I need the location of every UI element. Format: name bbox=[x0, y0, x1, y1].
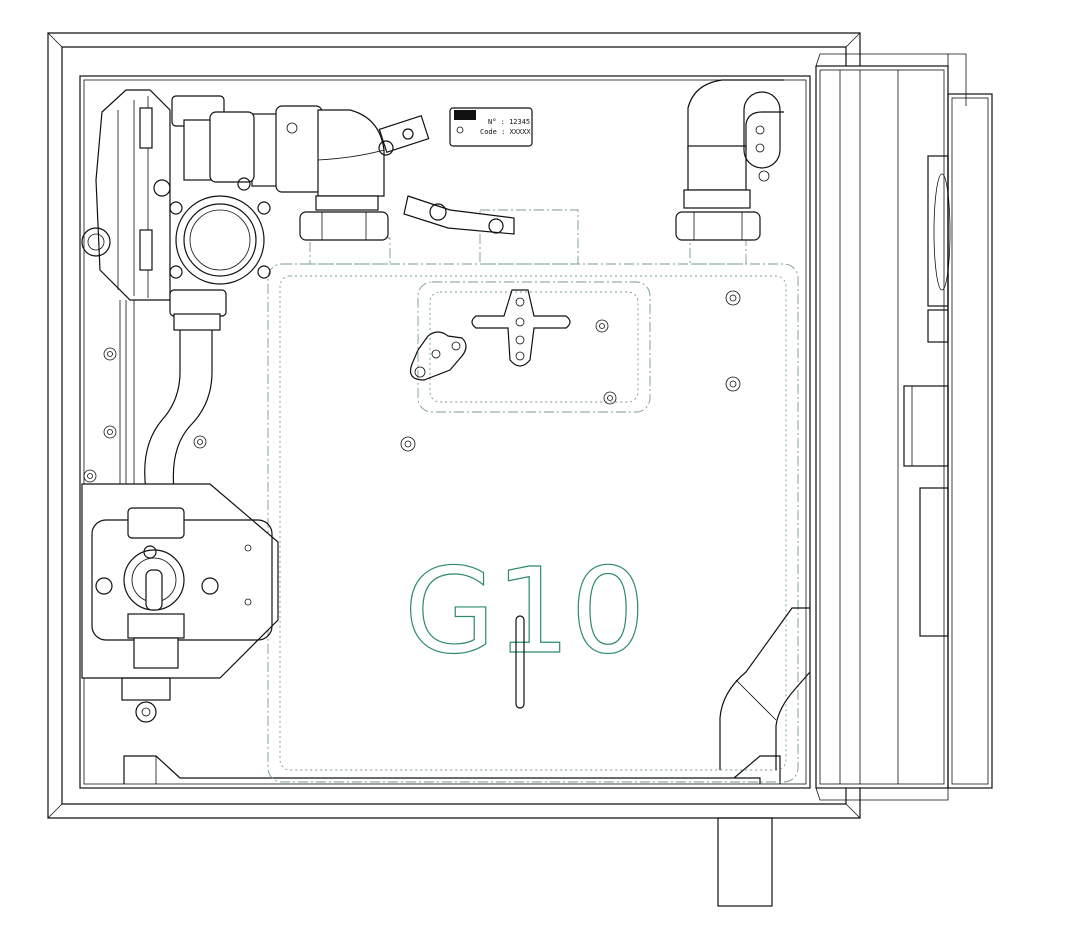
cabinet-base bbox=[123, 755, 781, 784]
outlet-riser bbox=[675, 79, 784, 241]
outlet-pipe bbox=[717, 817, 773, 907]
identification-plate: N° : 12345 Code : XXXXX bbox=[449, 107, 533, 147]
meter-outline-hidden bbox=[267, 209, 799, 783]
cabinet-frame bbox=[47, 32, 861, 819]
meter-bracket bbox=[409, 289, 571, 381]
cabinet-door bbox=[815, 53, 993, 801]
mounting-rails bbox=[119, 300, 135, 484]
gas-regulator bbox=[81, 89, 271, 301]
flexible-hose bbox=[144, 289, 227, 491]
mounting-holes bbox=[83, 290, 741, 483]
outlet-elbow bbox=[719, 607, 811, 770]
plate-code: Code : XXXXX bbox=[480, 128, 531, 136]
shutoff-valve-assembly bbox=[81, 483, 279, 723]
meter-size-label: G10 bbox=[404, 542, 646, 680]
inlet-elbow bbox=[251, 105, 430, 241]
bracket-clip bbox=[403, 195, 515, 235]
plate-number: N° : 12345 bbox=[488, 118, 530, 126]
